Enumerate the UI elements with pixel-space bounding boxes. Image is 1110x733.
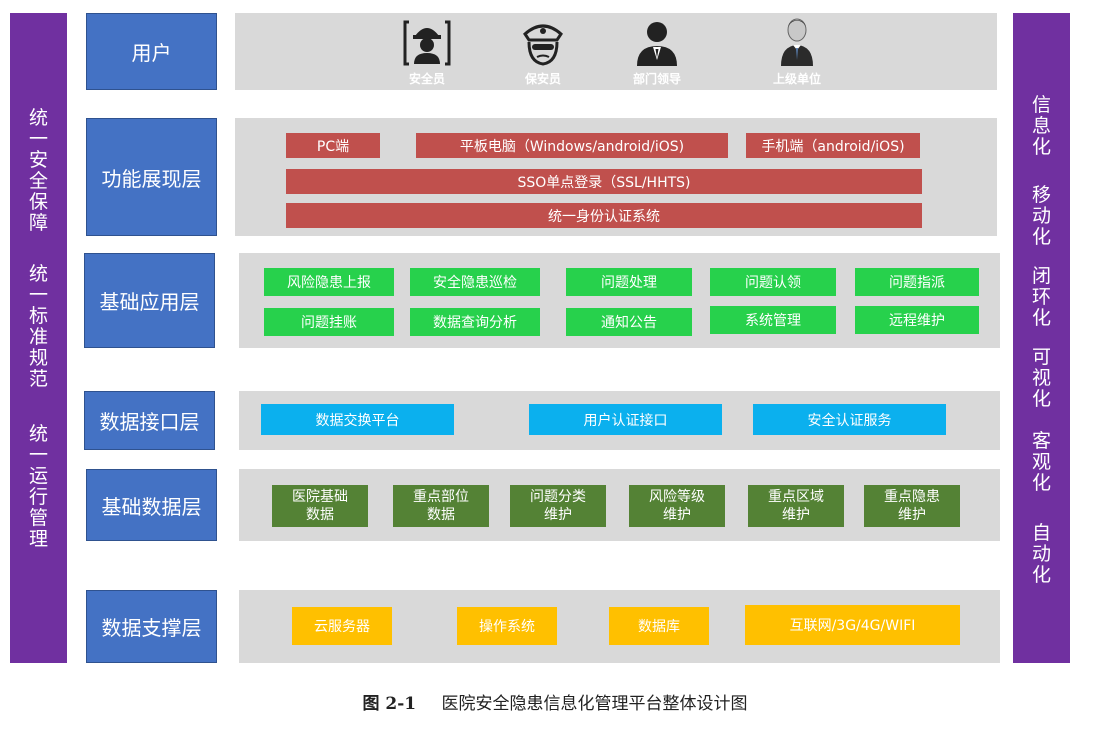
network-box: 互联网/3G/4G/WIFI: [745, 605, 960, 645]
left-principles-bar: 统一安 全保障 统一标 准规范 统一运 行管理: [10, 13, 67, 663]
app-system-mgmt-box: 系统管理: [710, 306, 836, 334]
layer-label-application: 基础应用层: [84, 253, 215, 348]
security-guard-icon: [523, 24, 563, 66]
layer-label-interface: 数据接口层: [84, 391, 215, 450]
app-problem-pending-box: 问题挂账: [264, 308, 394, 336]
user-superior-unit: 上级单位: [757, 14, 837, 87]
security-auth-service-box: 安全认证服务: [753, 404, 946, 435]
tablet-client-box: 平板电脑（Windows/android/iOS): [416, 133, 728, 158]
user-safety-officer: 安全员: [387, 18, 467, 87]
user-label: 部门领导: [632, 72, 681, 86]
right-goals-bar: 信息化 移动化 闭环化 可视化 客观化 自动化: [1013, 13, 1070, 663]
superior-unit-icon: [781, 18, 813, 66]
database-box: 数据库: [609, 607, 709, 645]
hospital-base-data-box: 医院基础数据: [272, 485, 368, 527]
key-location-data-box: 重点部位数据: [393, 485, 489, 527]
goal-automatic: 自动化: [1031, 522, 1051, 586]
layer-label-data: 基础数据层: [86, 469, 217, 541]
layer-label-support: 数据支撑层: [86, 590, 217, 663]
key-hazard-box: 重点隐患维护: [864, 485, 960, 527]
goal-objective: 客观化: [1031, 430, 1051, 494]
goal-informatization: 信息化: [1031, 94, 1051, 158]
figure-caption: 图 2-1 医院安全隐患信息化管理平台整体设计图: [0, 689, 1110, 714]
layer-label-user: 用户: [86, 13, 217, 90]
goal-closed-loop: 闭环化: [1031, 265, 1051, 329]
app-data-analysis-box: 数据查询分析: [410, 308, 540, 336]
department-leader-icon: [637, 22, 677, 66]
app-remote-maint-box: 远程维护: [855, 306, 979, 334]
unified-auth-box: 统一身份认证系统: [286, 203, 922, 228]
app-notice-box: 通知公告: [566, 308, 692, 336]
key-area-box: 重点区域维护: [748, 485, 844, 527]
risk-level-box: 风险等级维护: [629, 485, 725, 527]
goal-mobile: 移动化: [1031, 184, 1051, 248]
app-problem-assign-box: 问题指派: [855, 268, 979, 296]
user-department-leader: 部门领导: [617, 18, 697, 87]
problem-category-box: 问题分类维护: [510, 485, 606, 527]
app-risk-report-box: 风险隐患上报: [264, 268, 394, 296]
user-label: 上级单位: [772, 72, 821, 86]
mobile-client-box: 手机端（android/iOS): [746, 133, 920, 158]
principle-standard: 统一标 准规范: [28, 263, 48, 390]
os-box: 操作系统: [457, 607, 557, 645]
user-security-guard: 保安员: [503, 18, 583, 87]
app-problem-claim-box: 问题认领: [710, 268, 836, 296]
app-inspection-box: 安全隐患巡检: [410, 268, 540, 296]
user-label: 保安员: [524, 72, 561, 86]
user-label: 安全员: [408, 72, 445, 86]
data-exchange-box: 数据交换平台: [261, 404, 454, 435]
app-problem-handling-box: 问题处理: [566, 268, 692, 296]
figure-title: 医院安全隐患信息化管理平台整体设计图: [441, 694, 748, 714]
goal-visual: 可视化: [1031, 346, 1051, 410]
user-auth-interface-box: 用户认证接口: [529, 404, 722, 435]
principle-operation: 统一运 行管理: [28, 423, 48, 550]
layer-label-presentation: 功能展现层: [86, 118, 217, 236]
figure-number: 图 2-1: [362, 694, 417, 714]
principle-security: 统一安 全保障: [28, 107, 48, 234]
sso-login-box: SSO单点登录（SSL/HHTS): [286, 169, 922, 194]
safety-officer-icon: [403, 20, 451, 66]
user-layer-band: [235, 13, 997, 90]
pc-client-box: PC端: [286, 133, 380, 158]
cloud-server-box: 云服务器: [292, 607, 392, 645]
